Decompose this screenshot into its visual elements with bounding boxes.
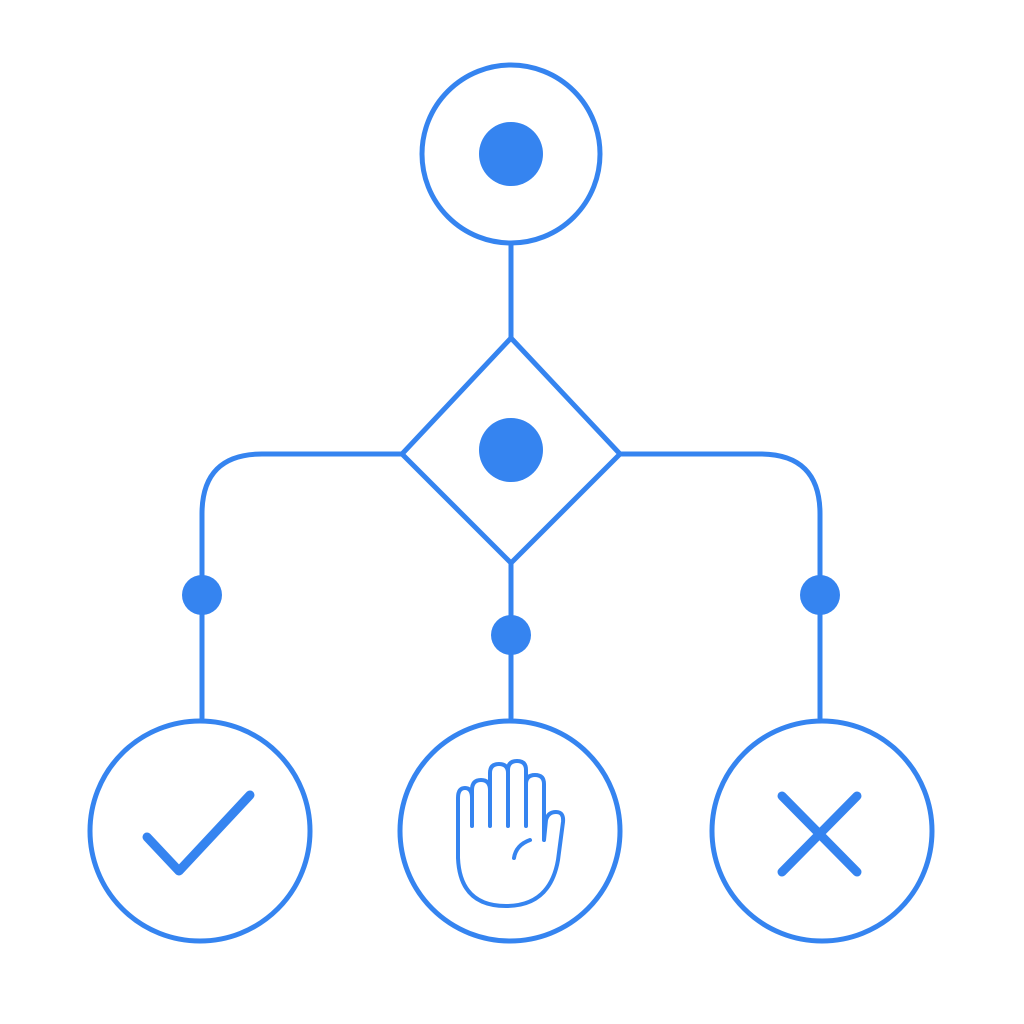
hold-outcome-node xyxy=(397,718,623,944)
filled-dot-icon xyxy=(479,418,543,482)
reject-outcome-node xyxy=(709,718,935,944)
start-node xyxy=(419,62,603,246)
center-junction-dot xyxy=(491,615,531,655)
right-branch-connector xyxy=(617,451,823,721)
left-junction-dot xyxy=(182,575,222,615)
approve-node-ring xyxy=(87,718,313,944)
left-branch-connector xyxy=(199,451,405,721)
hold-node-ring xyxy=(397,718,623,944)
checkmark-icon xyxy=(142,790,255,876)
raised-hand-icon xyxy=(456,759,566,908)
filled-dot-icon xyxy=(479,122,543,186)
x-mark-icon xyxy=(777,791,862,877)
right-junction-dot xyxy=(800,575,840,615)
approve-outcome-node xyxy=(87,718,313,944)
decision-node xyxy=(399,335,623,566)
